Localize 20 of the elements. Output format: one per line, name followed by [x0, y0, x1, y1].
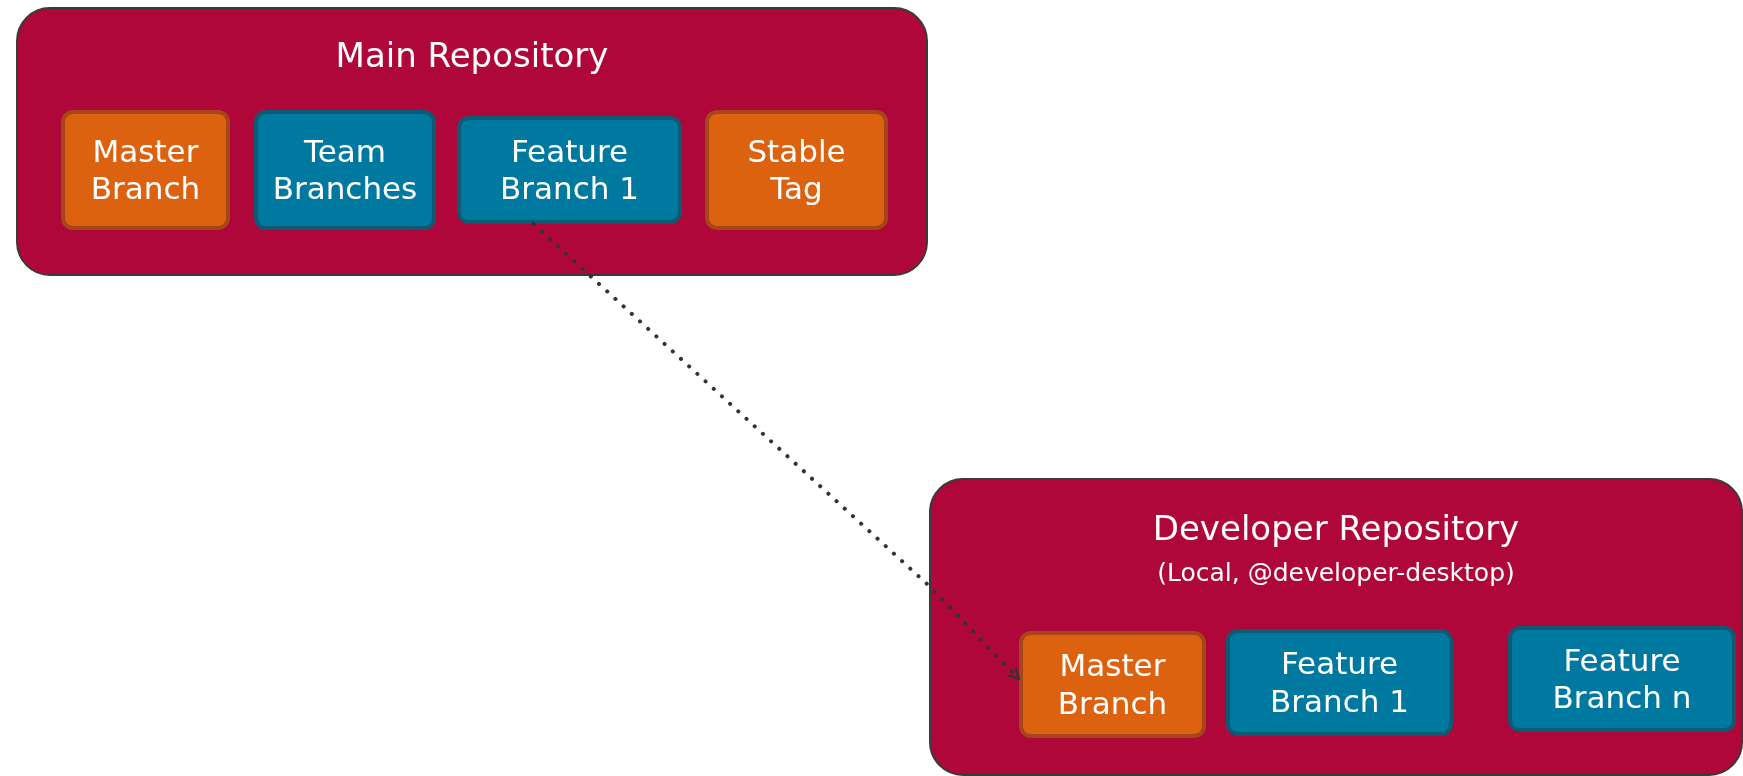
- branch-box: [457, 116, 682, 224]
- branch-box: [1226, 629, 1453, 736]
- branch-label: Feature Branch n: [1551, 641, 1693, 717]
- repository-title: Main Repository: [334, 35, 610, 75]
- branch-box: [705, 110, 888, 230]
- branch-label: Feature Branch 1: [1269, 645, 1410, 720]
- branch-box: [254, 110, 436, 230]
- repository-title: Developer Repository: [1151, 508, 1521, 548]
- branch-label: Master Branch: [1056, 647, 1169, 722]
- branch-label: Feature Branch 1: [499, 132, 640, 208]
- branch-label: Team Branches: [271, 132, 419, 208]
- branch-box: [1019, 631, 1206, 738]
- branch-box: [1508, 626, 1736, 732]
- repository-subtitle: (Local, @developer-desktop): [1156, 558, 1516, 587]
- repository-panel: [929, 478, 1743, 776]
- repository-panel: [16, 7, 928, 276]
- branch-box: [61, 110, 230, 230]
- dotted-arrow: [531, 222, 1021, 682]
- branch-label: Stable Tag: [746, 132, 847, 208]
- branch-label: Master Branch: [89, 132, 202, 208]
